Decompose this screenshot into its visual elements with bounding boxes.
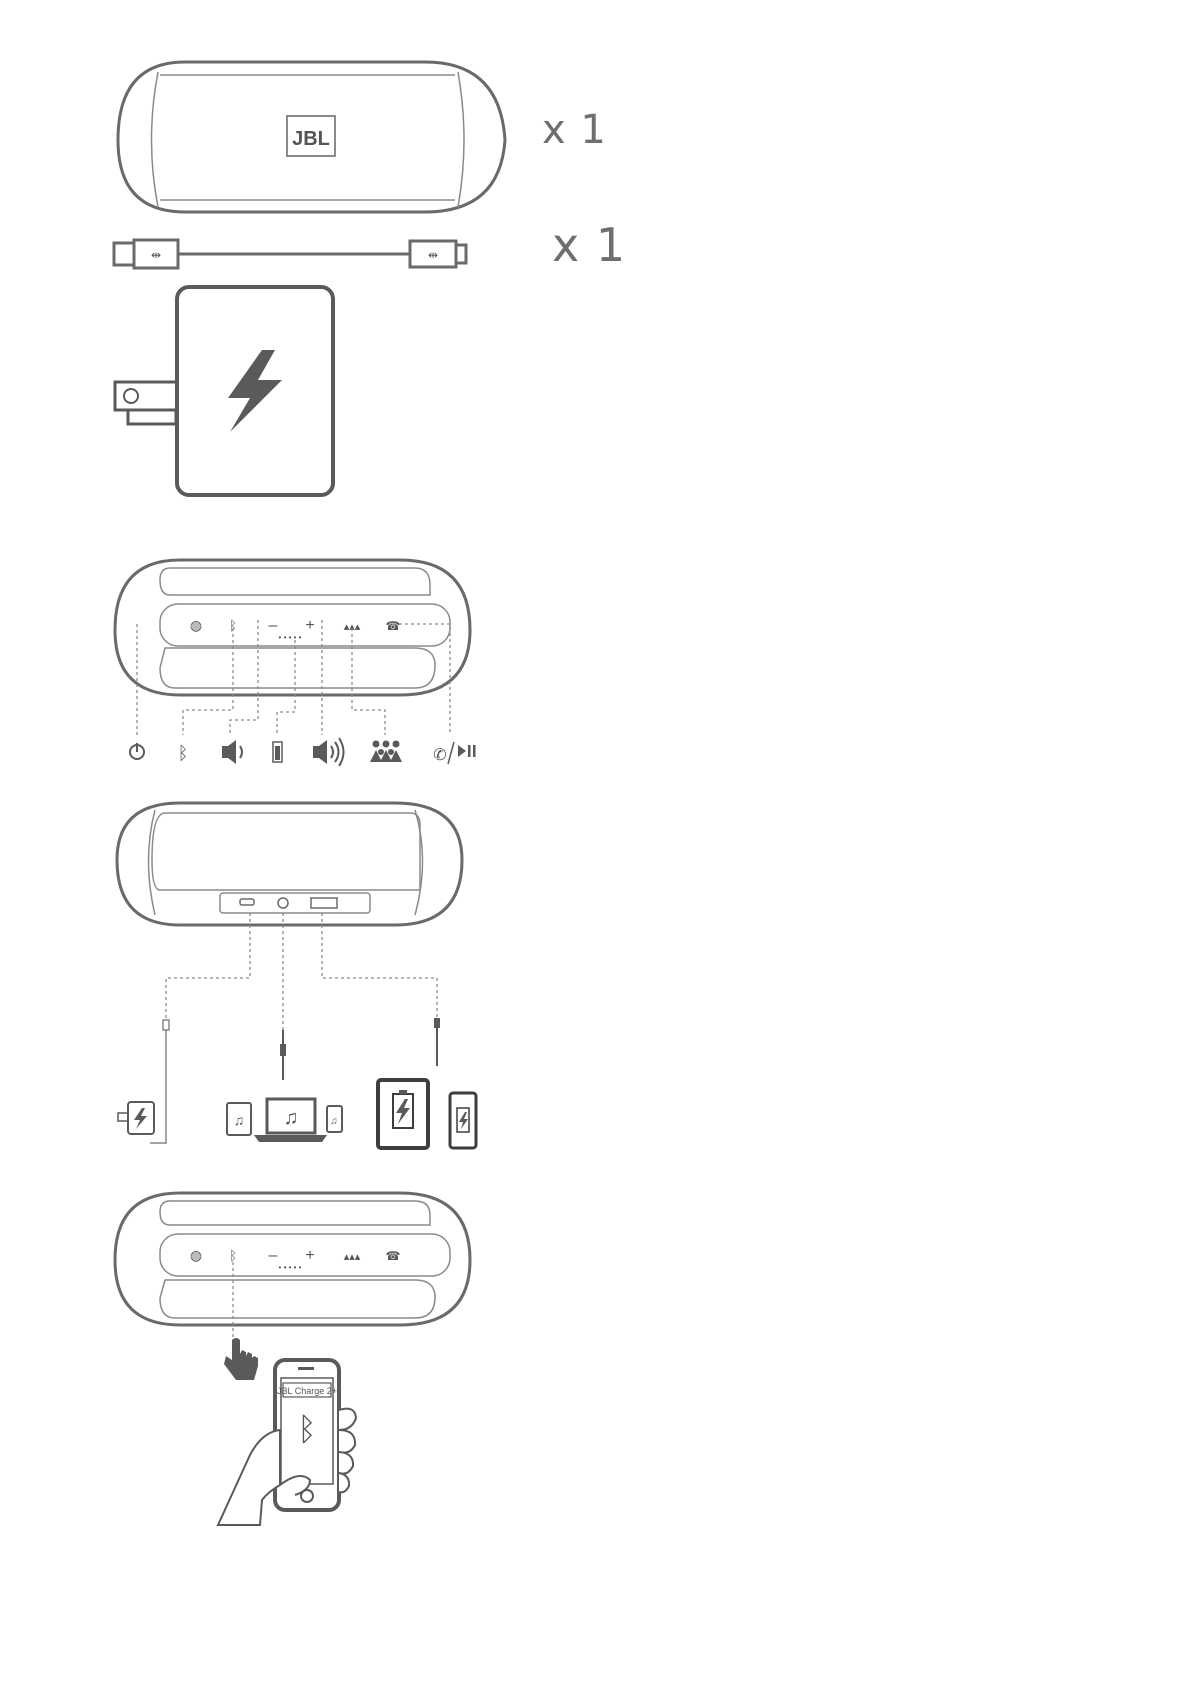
pairing-device-name: JBL Charge 2+: [277, 1386, 337, 1396]
bluetooth-large-icon: ᛒ: [297, 1411, 316, 1447]
press-hand-icon: [224, 1338, 258, 1380]
